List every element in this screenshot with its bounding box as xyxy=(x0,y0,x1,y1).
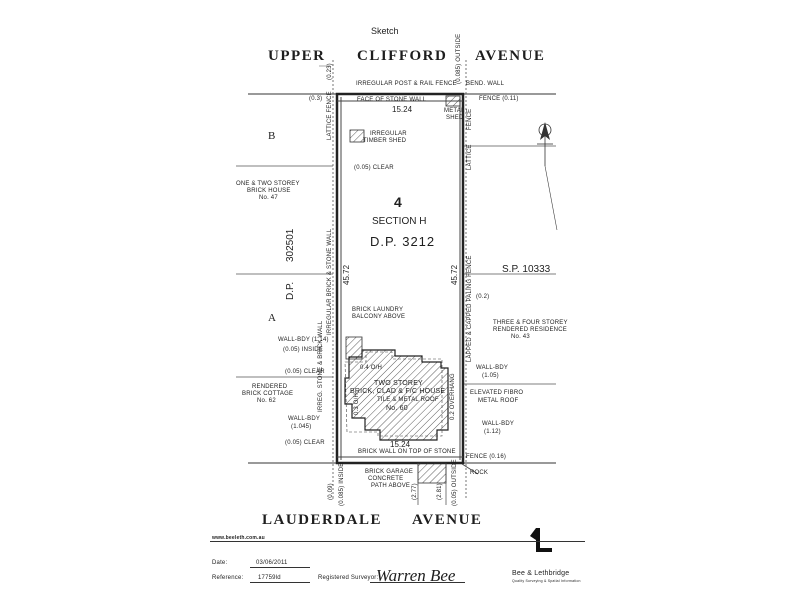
right-desc-3: No. 43 xyxy=(511,334,530,340)
street-avenue-top: AVENUE xyxy=(475,48,546,64)
house-label-3: TILE & METAL ROOF xyxy=(377,397,439,403)
lattice-right: LATTICE xyxy=(467,144,473,170)
timber-shed-label-1: IRREGULAR xyxy=(370,131,407,137)
neighbor-a-desc-2: BRICK COTTAGE xyxy=(242,391,294,397)
garage-label-2: CONCRETE xyxy=(368,476,404,482)
neighbor-b-desc-3: No. 47 xyxy=(259,195,278,201)
neighbor-b: B xyxy=(268,130,276,142)
offset-03-label: (0.3) xyxy=(309,96,323,102)
lattice-fence-left: LATTICE FENCE xyxy=(327,91,333,140)
street-upper: UPPER xyxy=(268,48,326,64)
depth-right: 45.72 xyxy=(450,264,459,285)
house-label-1: TWO STOREY xyxy=(374,380,423,387)
lot-number: 4 xyxy=(394,194,402,210)
footer-reference-value: 17759ld xyxy=(258,575,281,581)
top-fence-label: IRREGULAR POST & RAIL FENCE xyxy=(356,81,457,87)
company-logo-icon xyxy=(530,528,552,552)
neighbor-a: A xyxy=(268,312,276,324)
company-name: Bee & Lethbridge xyxy=(512,570,570,577)
clear-005-mid: (0.05) CLEAR xyxy=(285,369,325,375)
depth-left: 45.72 xyxy=(342,264,351,285)
wall-bdy-114: WALL-BDY (1.14) xyxy=(278,337,329,343)
house-footprint xyxy=(344,349,449,441)
company-tagline: Quality Surveying & Spatial Information xyxy=(512,579,581,583)
lot-section: SECTION H xyxy=(372,216,427,227)
timber-shed xyxy=(349,129,365,143)
neighbor-b-desc-1: ONE & TWO STOREY xyxy=(236,181,300,187)
footer-divider-top xyxy=(210,541,585,542)
sketch-title: Sketch xyxy=(371,26,399,36)
fence-011-label: FENCE (0.11) xyxy=(479,96,519,102)
brick-wall-left-label: IRREG. STONE & BRICK WALL xyxy=(318,320,324,412)
right-sp: S.P. 10333 xyxy=(502,264,551,275)
offset-023-label: (0.23) xyxy=(327,63,333,80)
neighbor-a-desc-1: RENDERED xyxy=(252,384,288,390)
right-fence-label: LAPPED & CAPPED PALING FENCE xyxy=(467,255,473,362)
inside-005: (0.05) INSIDE xyxy=(283,347,323,353)
overhang-top: 0.4 O/H xyxy=(360,365,383,371)
elevated-fibro-2: METAL ROOF xyxy=(478,398,519,404)
bottom-offset-2: (0.085) INSIDE xyxy=(339,462,345,506)
footer-date-value: 03/06/2011 xyxy=(256,560,288,566)
elevated-fibro-1: ELEVATED FIBRO xyxy=(470,390,524,396)
footer-date-label: Date: xyxy=(212,560,228,566)
street-lauderdale: LAUDERDALE xyxy=(262,512,383,528)
street-clifford: CLIFFORD xyxy=(357,48,448,64)
bottom-offset-4: (2.81) xyxy=(437,483,443,500)
wall-bdy-105-2: (1.05) xyxy=(482,373,499,379)
surveyor-signature: Warren Bee xyxy=(376,566,456,585)
wall-bdy-105-1: WALL-BDY xyxy=(476,365,509,371)
left-wall-label: IRREGULAR BRICK & STONE WALL xyxy=(327,228,333,335)
bottom-wall-label: BRICK WALL ON TOP OF STONE xyxy=(358,449,456,455)
wall-bdy-112-2: (1.12) xyxy=(484,429,501,435)
rock-label: ROCK xyxy=(470,470,489,476)
north-arrow-icon xyxy=(537,122,558,231)
bottom-offset-1: (0.09) xyxy=(328,483,334,500)
lot-boundary xyxy=(335,92,465,465)
width-bottom: 15.24 xyxy=(390,440,411,449)
metal-shed-label-1: METAL xyxy=(444,108,465,114)
laundry-label-1: BRICK LAUNDRY xyxy=(352,307,404,313)
clear-005-bot: (0.05) CLEAR xyxy=(285,440,325,446)
wall-bdy-112-1: WALL-BDY xyxy=(482,421,515,427)
overhang-left: 0.3 O/H xyxy=(354,392,360,415)
garage-label-1: BRICK GARAGE xyxy=(365,469,414,475)
metal-shed-label-2: SHED xyxy=(446,115,464,121)
overhang-right: 0.2 OVERHANG xyxy=(450,373,456,420)
bend-wall-label: BEND. WALL xyxy=(466,81,505,87)
width-top: 15.24 xyxy=(392,105,413,114)
left-dp-prefix: D.P. xyxy=(285,281,296,300)
offset-outside-label: (0.085) OUTSIDE xyxy=(456,33,462,84)
street-avenue-bottom: AVENUE xyxy=(412,512,483,528)
house-label-2: BRICK, CLAD & F/C HOUSE xyxy=(350,388,446,395)
wall-bdy-1045-2: (1.045) xyxy=(291,424,312,430)
garage-label-3: PATH ABOVE xyxy=(371,483,411,489)
face-stone-wall-label: FACE OF STONE WALL xyxy=(357,97,427,103)
footer-reference-label: Reference: xyxy=(212,575,244,581)
footer-website: www.beeleth.com.au xyxy=(212,535,265,541)
house-label-4: No. 60 xyxy=(386,405,408,412)
right-desc-1: THREE & FOUR STOREY xyxy=(493,320,568,326)
lot-dp: D.P. 3212 xyxy=(370,234,436,249)
fence-016: FENCE (0.16) xyxy=(466,454,507,460)
bottom-offset-5: (0.05) OUTSIDE xyxy=(452,459,458,506)
clear-005-top: (0.05) CLEAR xyxy=(354,165,394,171)
timber-shed-label-2: TIMBER SHED xyxy=(363,138,407,144)
neighbor-a-desc-3: No. 62 xyxy=(257,398,276,404)
offset-02: (0.2) xyxy=(476,294,490,300)
right-desc-2: RENDERED RESIDENCE xyxy=(493,327,567,333)
neighbor-b-desc-2: BRICK HOUSE xyxy=(247,188,291,194)
laundry-label-2: BALCONY ABOVE xyxy=(352,314,406,320)
bottom-offset-3: (2.77) xyxy=(412,483,418,500)
left-dp-number: 302501 xyxy=(285,228,296,262)
fence-right-top: FENCE xyxy=(467,108,473,130)
wall-bdy-1045-1: WALL-BDY xyxy=(288,416,321,422)
footer-surveyor-label: Registered Surveyor: xyxy=(318,575,379,581)
garage xyxy=(417,462,447,484)
